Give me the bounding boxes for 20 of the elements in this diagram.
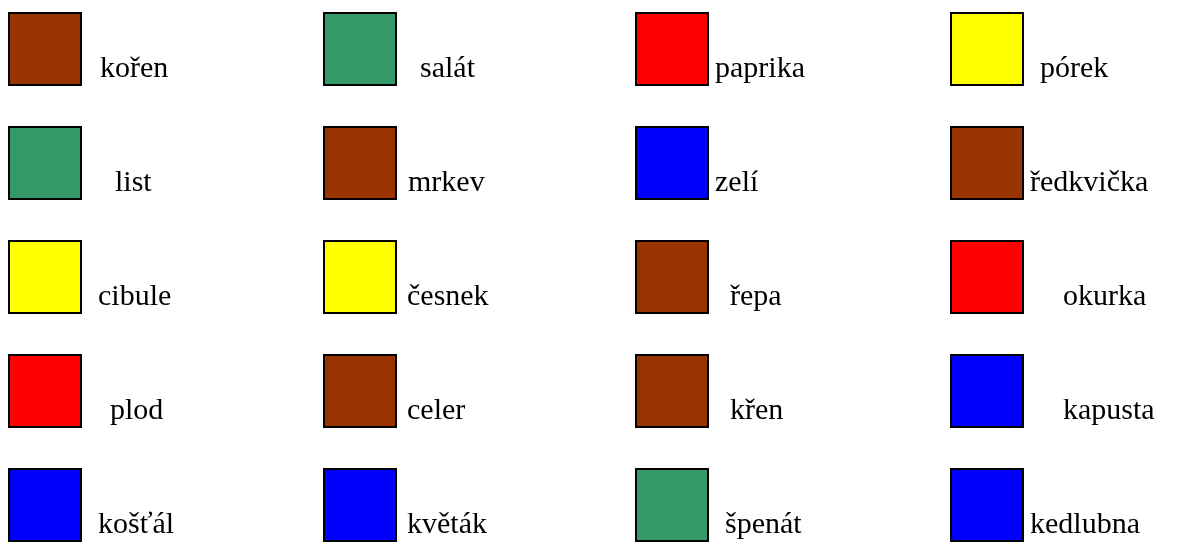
legend-label: okurka (1063, 278, 1147, 312)
legend-label: pórek (1040, 50, 1109, 84)
legend-label: plod (110, 392, 164, 426)
legend-label: paprika (715, 50, 805, 84)
legend-label: kořen (100, 50, 169, 84)
legend-label: list (115, 164, 152, 198)
legend-label: kedlubna (1030, 506, 1140, 540)
legend-label: mrkev (408, 164, 485, 198)
legend-label: křen (730, 392, 784, 426)
legend-label: špenát (725, 506, 802, 540)
legend-label: cibule (98, 278, 172, 312)
legend-label: květák (407, 506, 487, 540)
legend-label: zelí (715, 164, 759, 198)
legend-label: celer (407, 392, 466, 426)
legend-label: ředkvička (1030, 164, 1149, 198)
legend-label: košťál (98, 506, 175, 540)
legend-label: česnek (407, 278, 489, 312)
legend-label: salát (420, 50, 475, 84)
legend-label: kapusta (1063, 392, 1155, 426)
legend-label: řepa (730, 278, 782, 312)
